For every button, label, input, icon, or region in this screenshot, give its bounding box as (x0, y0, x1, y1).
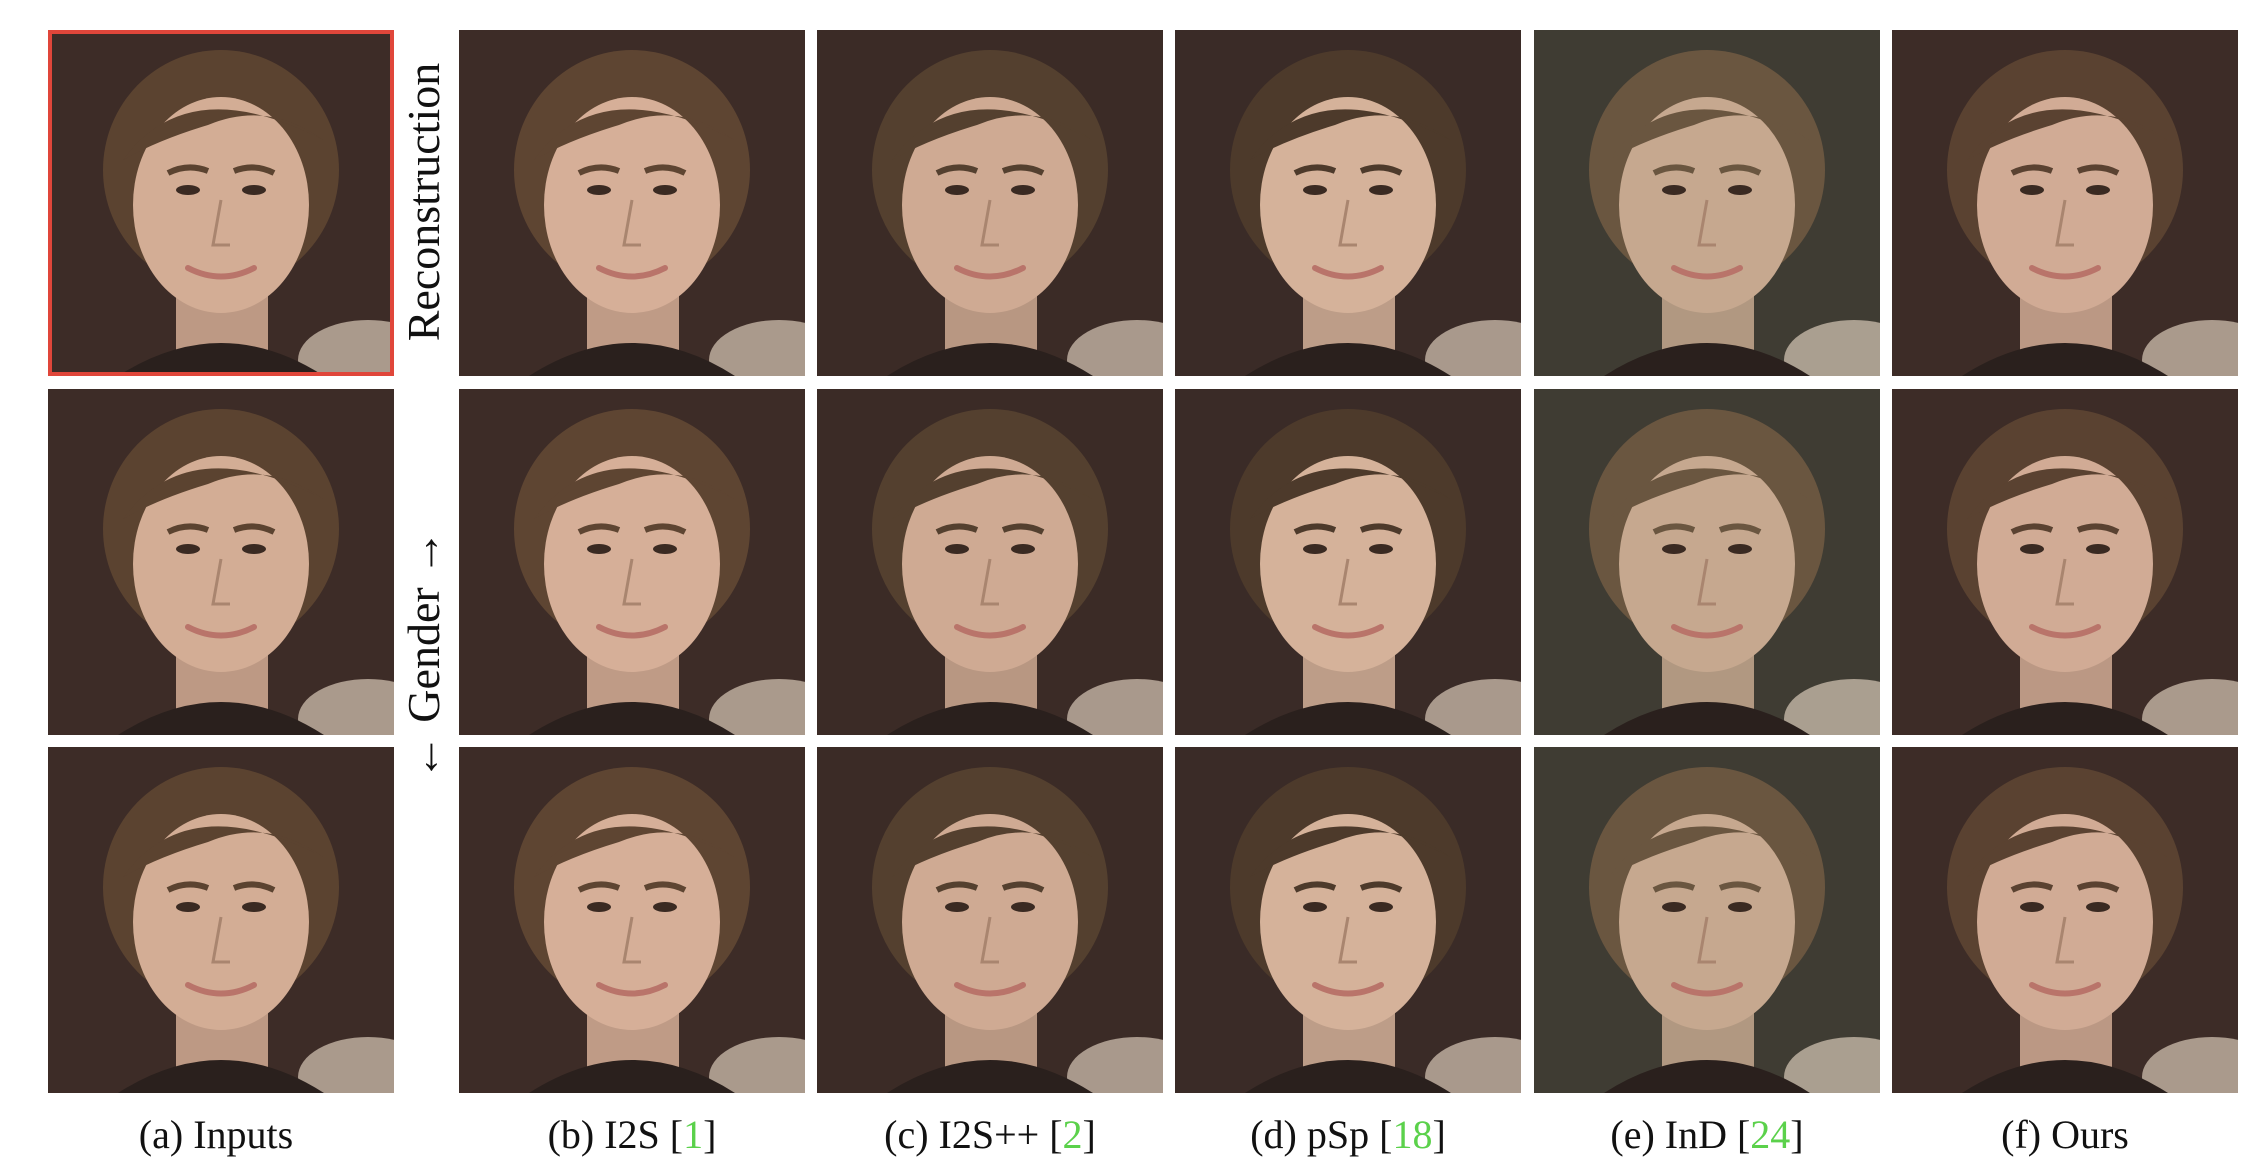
face-image-ind-row3 (1534, 747, 1880, 1093)
face-image-psp-row2 (1175, 389, 1521, 735)
face-portrait-icon (48, 389, 394, 735)
face-portrait-icon (1175, 747, 1521, 1093)
citation-link-1[interactable]: 1 (683, 1112, 704, 1157)
face-portrait-icon (459, 30, 805, 376)
face-portrait-icon (459, 747, 805, 1093)
face-portrait-icon (48, 747, 394, 1093)
face-portrait-icon (817, 747, 1163, 1093)
citation-link-24[interactable]: 24 (1750, 1112, 1791, 1157)
face-portrait-icon (1534, 30, 1880, 376)
face-image-inputs-row3 (48, 747, 394, 1093)
row-label-gender: ← Gender → (398, 529, 449, 781)
citation-link-2[interactable]: 2 (1062, 1112, 1083, 1157)
face-image-i2s-row3 (459, 747, 805, 1093)
face-image-inputs-row1 (48, 30, 394, 376)
face-image-i2s-row1 (459, 30, 805, 376)
caption-ind-text: (e) InD (1610, 1112, 1727, 1157)
face-image-ours-row3 (1892, 747, 2238, 1093)
face-image-ours-row2 (1892, 389, 2238, 735)
caption-i2spp: (c) I2S++ [2] (884, 1112, 1096, 1157)
caption-i2spp-text: (c) I2S++ (884, 1112, 1040, 1157)
face-image-ours-row1 (1892, 30, 2238, 376)
caption-inputs-text: (a) Inputs (138, 1112, 294, 1157)
face-portrait-icon (1534, 747, 1880, 1093)
caption-psp: (d) pSp [18] (1250, 1112, 1446, 1157)
face-portrait-icon (1534, 389, 1880, 735)
caption-i2s-text: (b) I2S (547, 1112, 660, 1157)
caption-psp-text: (d) pSp (1250, 1112, 1370, 1157)
face-image-psp-row3 (1175, 747, 1521, 1093)
face-image-i2spp-row2 (817, 389, 1163, 735)
caption-i2s: (b) I2S [1] (547, 1112, 717, 1157)
face-portrait-icon (817, 30, 1163, 376)
face-portrait-icon (817, 389, 1163, 735)
citation-link-18[interactable]: 18 (1392, 1112, 1433, 1157)
row-label-reconstruction: Reconstruction (398, 62, 449, 342)
face-image-inputs-row2 (48, 389, 394, 735)
face-portrait-icon (1892, 389, 2238, 735)
face-image-ind-row2 (1534, 389, 1880, 735)
caption-ours: (f) Ours (2001, 1115, 2129, 1155)
face-portrait-icon (1892, 747, 2238, 1093)
face-portrait-icon (1175, 389, 1521, 735)
face-image-psp-row1 (1175, 30, 1521, 376)
face-portrait-icon (1175, 30, 1521, 376)
face-portrait-icon (48, 30, 394, 376)
face-portrait-icon (459, 389, 805, 735)
caption-ours-text: (f) Ours (2001, 1112, 2129, 1157)
caption-ind: (e) InD [24] (1610, 1112, 1804, 1157)
caption-inputs: (a) Inputs (139, 1115, 293, 1155)
face-portrait-icon (1892, 30, 2238, 376)
face-image-i2s-row2 (459, 389, 805, 735)
face-image-i2spp-row3 (817, 747, 1163, 1093)
face-image-ind-row1 (1534, 30, 1880, 376)
face-image-i2spp-row1 (817, 30, 1163, 376)
